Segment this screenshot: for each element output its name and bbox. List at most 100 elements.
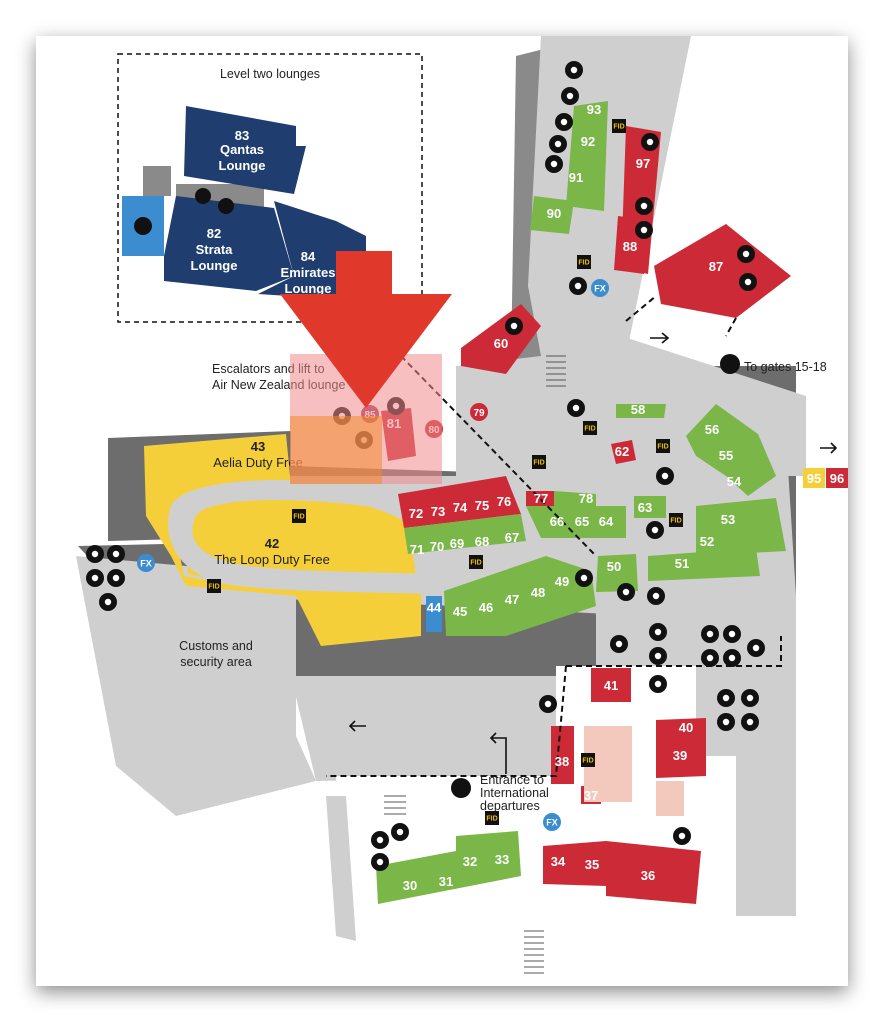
toilet-icon-glyph: [706, 654, 714, 662]
store-label-54: 54: [727, 474, 742, 489]
gates-label: To gates 15-18: [744, 360, 827, 374]
lounge-82-name2: Lounge: [191, 258, 238, 273]
family-room-icon-glyph: [746, 694, 754, 702]
fx-label: FX: [140, 559, 152, 569]
plane-icons: [451, 354, 740, 798]
store-label-97: 97: [636, 156, 650, 171]
lift-icon-glyph: [572, 404, 580, 412]
store-label-77: 77: [534, 491, 548, 506]
store-label-36: 36: [641, 868, 655, 883]
lounge-82-strata[interactable]: [164, 196, 294, 291]
toilet-icon-glyph: [722, 718, 730, 726]
smoking-icon-glyph: [752, 644, 760, 652]
customs-line1: Customs and: [179, 639, 253, 653]
stores-30-33[interactable]: [376, 831, 521, 904]
fid-label: FID: [533, 460, 544, 467]
toilet-icon-glyph: [728, 654, 736, 662]
mail-icon-glyph: [376, 858, 384, 866]
entrance-line1: Entrance to: [480, 773, 544, 787]
escalator-icon-glyph: [678, 832, 686, 840]
store-41[interactable]: [591, 668, 631, 702]
arrow-right-icon: [650, 332, 670, 344]
store-34-35[interactable]: [543, 841, 606, 886]
toilet-icon-glyph: [615, 640, 623, 648]
store-63[interactable]: [634, 496, 666, 518]
camera-icon-glyph: [640, 226, 648, 234]
toilet-icon-glyph: [746, 718, 754, 726]
stores-45-49[interactable]: [444, 556, 596, 636]
fid-label: FID: [486, 816, 497, 823]
fid-icon: [532, 455, 546, 469]
escalator-icon: [218, 198, 234, 214]
store-90[interactable]: [530, 196, 574, 234]
store-label-58: 58: [631, 402, 645, 417]
stores-91-93[interactable]: [566, 101, 608, 211]
fid-icon: [292, 509, 306, 523]
store-label-56: 56: [705, 422, 719, 437]
store-58[interactable]: [616, 404, 666, 418]
stores-72-76[interactable]: [398, 476, 521, 528]
lounge-82-name1: Strata: [196, 242, 234, 257]
family-room-icon-glyph: [560, 118, 568, 126]
lounge-83-qantas[interactable]: [184, 106, 306, 194]
camera-icon-glyph: [510, 322, 518, 330]
info-icon-glyph: [651, 526, 659, 534]
store-label-60: 60: [494, 336, 508, 351]
store-label-49: 49: [555, 574, 569, 589]
parenting-room-icon-glyph: [104, 598, 112, 606]
store-label-46: 46: [479, 600, 493, 615]
store-label-91: 91: [569, 170, 583, 185]
arrow-right-icon-2: [820, 442, 838, 454]
store-40-39[interactable]: [656, 718, 706, 778]
fid-label: FID: [208, 584, 219, 591]
store-50[interactable]: [596, 554, 638, 592]
plane-icon: [720, 354, 740, 374]
store-label-32: 32: [463, 854, 477, 869]
lounges-box-title: Level two lounges: [220, 67, 320, 81]
wheelchair-icon-glyph: [91, 550, 99, 558]
fid-icon: [485, 811, 499, 825]
store-label-30: 30: [403, 878, 417, 893]
stores-67-71[interactable]: [404, 514, 526, 554]
customs-line2: security area: [180, 655, 252, 669]
store-51[interactable]: [648, 548, 760, 581]
store-label-70: 70: [430, 539, 444, 554]
airport-map-card: Level two lounges 83 Qantas Lounge 82 St…: [36, 36, 848, 986]
store-44[interactable]: [426, 596, 442, 632]
family-room-icon-glyph: [112, 574, 120, 582]
store-label-87: 87: [709, 259, 723, 274]
store-78[interactable]: [554, 491, 596, 506]
store-label-39: 39: [673, 748, 687, 763]
the-loop-duty-free[interactable]: [186, 486, 416, 584]
lift-icon-glyph: [544, 700, 552, 708]
aelia-name: Aelia Duty Free: [213, 455, 303, 470]
stores-54-56[interactable]: [686, 404, 776, 496]
wheelchair-icon-glyph: [570, 66, 578, 74]
fid-label: FID: [670, 518, 681, 525]
store-label-66: 66: [550, 514, 564, 529]
store-label-33: 33: [495, 852, 509, 867]
store-label-93: 93: [587, 102, 601, 117]
store-label-67: 67: [505, 530, 519, 545]
toilet-icon-glyph: [554, 140, 562, 148]
lounge-84-name2: Lounge: [285, 281, 332, 296]
store-87[interactable]: [654, 224, 791, 318]
dashed-boundaries: [326, 295, 782, 777]
store-label-47: 47: [505, 592, 519, 607]
store-79-marker[interactable]: [470, 403, 488, 421]
store-62[interactable]: [611, 440, 636, 464]
info-icon-glyph: [574, 282, 582, 290]
stores-64-66[interactable]: [526, 506, 626, 538]
fid-label: FID: [582, 758, 593, 765]
store-36[interactable]: [606, 841, 701, 904]
fx-label: FX: [594, 284, 606, 294]
store-77[interactable]: [526, 491, 554, 506]
stores-52-53[interactable]: [696, 498, 786, 556]
parenting-room-icon-glyph: [654, 652, 662, 660]
stairs-icon-glyph: [652, 592, 660, 600]
lounge-83-num: 83: [235, 128, 249, 143]
store-label-51: 51: [675, 556, 689, 571]
gate-95-label: 95: [807, 471, 821, 486]
